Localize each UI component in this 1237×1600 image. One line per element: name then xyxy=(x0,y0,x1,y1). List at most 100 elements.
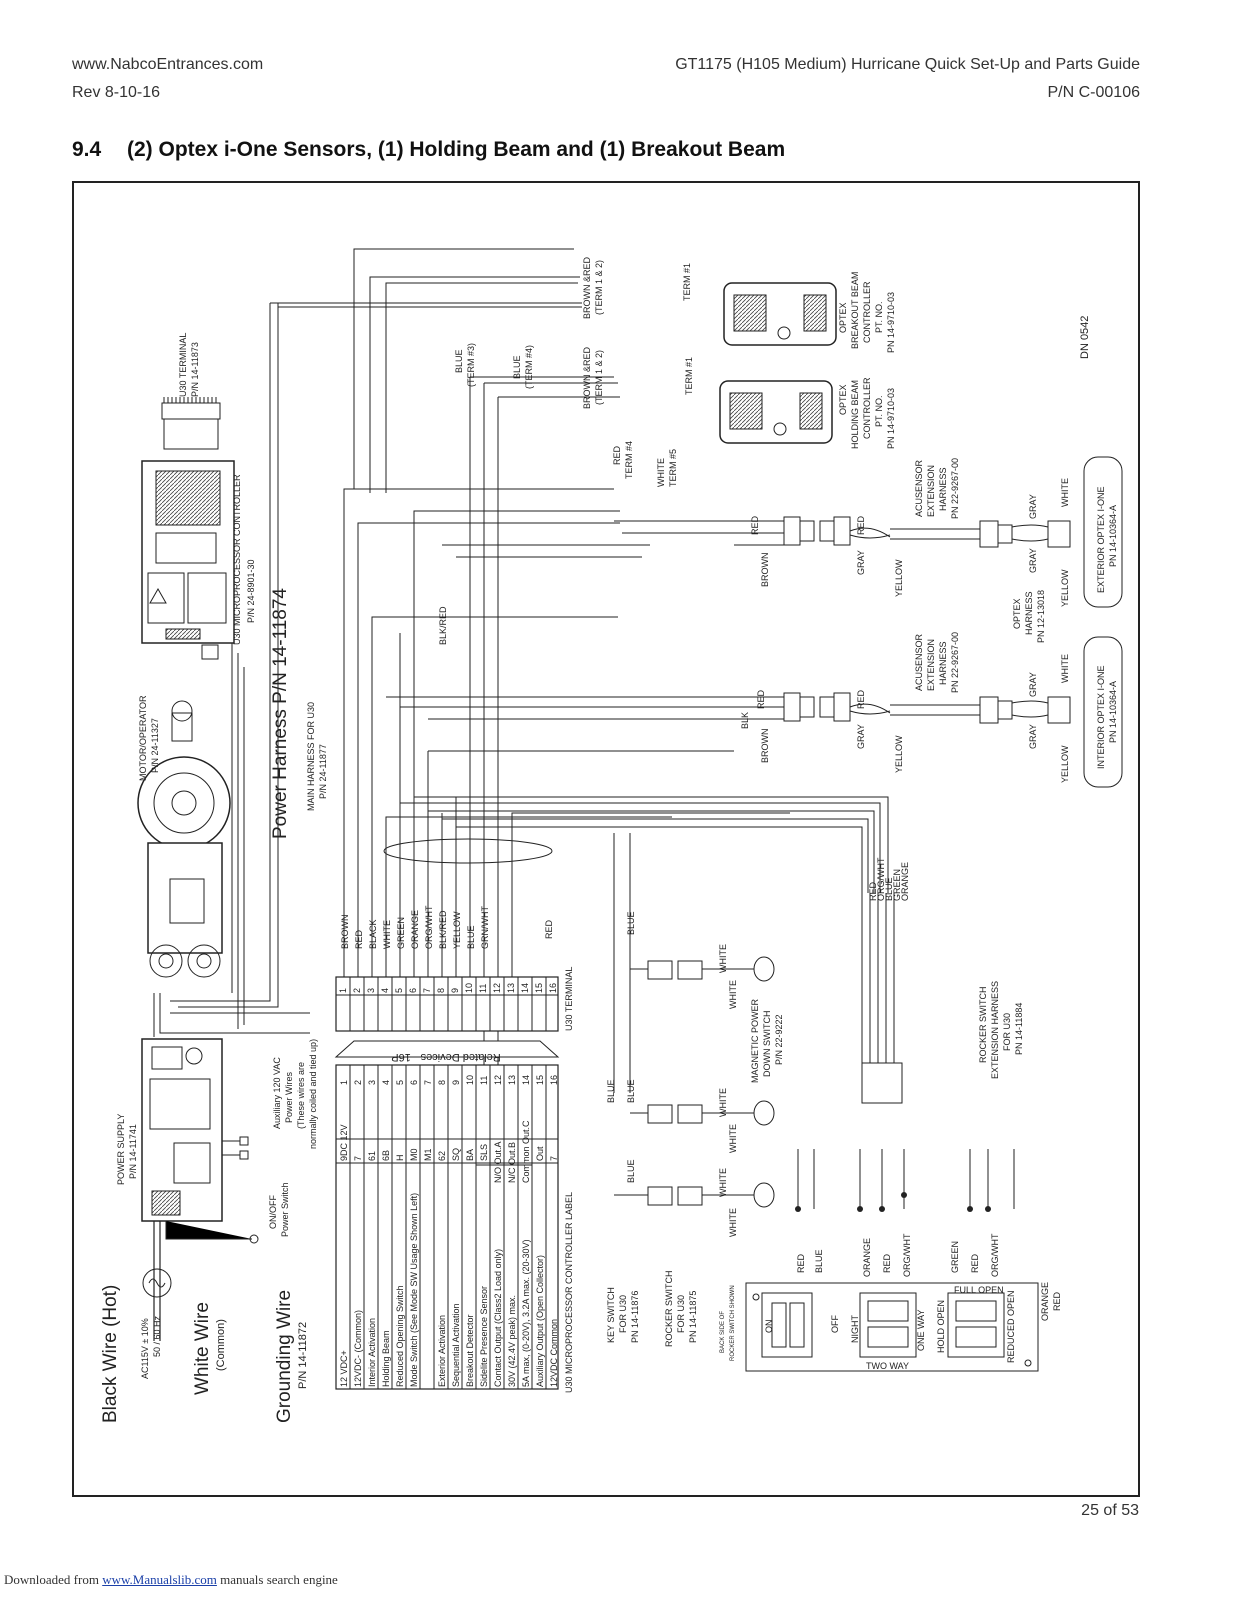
terminal-wire-6: ORANGE xyxy=(410,910,420,949)
acusensor-int-4: PN 22-9267-00 xyxy=(950,632,960,693)
rocker-switch-1: ROCKER SWITCH xyxy=(664,1271,674,1348)
table-row-7-pin: 7 xyxy=(423,1080,433,1085)
aux-power-2: Power Wires xyxy=(284,1071,294,1123)
ext-yellow-2: YELLOW xyxy=(1060,569,1070,607)
back-side-2: ROCKER SWITCH SHOWN xyxy=(730,1285,736,1361)
controller-label-caption: U30 MICROPROCESSOR CONTROLLER LABEL xyxy=(564,1192,574,1393)
power-supply-pn: P/N 14-11741 xyxy=(128,1124,138,1179)
brown-red-2b: (TERM 1 & 2) xyxy=(594,350,604,405)
terminal-wire-5: GREEN xyxy=(396,917,406,949)
int-yellow: YELLOW xyxy=(894,735,904,773)
sw-orange-1: ORANGE xyxy=(862,1238,872,1277)
terminal-wire-3: BLACK xyxy=(368,919,378,949)
switch-hold-open: HOLD OPEN xyxy=(936,1300,946,1353)
int-blk: BLK xyxy=(740,712,750,729)
int-gray-2: GRAY xyxy=(1028,672,1038,697)
interior-ione-1: INTERIOR OPTEX I-ONE xyxy=(1096,665,1106,769)
holding-label-1: OPTEX xyxy=(838,384,848,415)
blue-t4b: (TERM #4) xyxy=(524,345,534,389)
table-row-2-code: 7 xyxy=(353,1156,363,1161)
red-t4: RED xyxy=(612,445,622,465)
u30-terminal-pn-top: P/N 14-11873 xyxy=(190,342,200,397)
table-row-16-pin: 16 xyxy=(549,1075,559,1085)
table-row-9-desc: Sequential Activation xyxy=(451,1303,461,1387)
rocker-bundle-red: RED xyxy=(868,881,878,901)
white-label-mag-4: WHITE xyxy=(728,1124,738,1153)
ac-spec-1: AC115V ± 10% xyxy=(140,1318,150,1379)
terminal-table-rows: 12 VDC+ 9DC 12V 1 12VDC- (Common) 7 2 In… xyxy=(339,1075,559,1387)
table-row-1-desc: 12 VDC+ xyxy=(339,1350,349,1387)
rocker-bundle-orange: ORANGE xyxy=(900,862,910,901)
table-row-3-desc: Interior Activation xyxy=(367,1318,377,1387)
int-white: WHITE xyxy=(1060,654,1070,683)
rocker-switch-3: PN 14-11875 xyxy=(688,1291,698,1343)
table-row-13-desc: 30V (42.4V peak) max. xyxy=(507,1295,517,1387)
table-row-14-desc: 5A max, (0-20V), 3.2A max. (20-30V) xyxy=(521,1239,531,1387)
table-row-10-desc: Breakout Detector xyxy=(465,1314,475,1387)
terminal-wire-4: WHITE xyxy=(382,920,392,949)
blue-t3: BLUE xyxy=(454,349,464,373)
rocker-ext-1: ROCKER SWITCH xyxy=(978,987,988,1064)
terminal-num-15: 15 xyxy=(534,983,544,993)
red-t4b: TERM #4 xyxy=(624,441,634,479)
acusensor-ext-4: PN 22-9267-00 xyxy=(950,458,960,519)
terminal-num-10: 10 xyxy=(464,983,474,993)
mag-power-2: DOWN SWITCH xyxy=(762,1011,772,1078)
table-row-9-pin: 9 xyxy=(451,1080,461,1085)
terminal-wire-1: BROWN xyxy=(340,915,350,950)
rocker-bundle-blue: BLUE xyxy=(884,877,894,901)
manualslib-link[interactable]: www.Manualslib.com xyxy=(102,1572,217,1587)
rocker-switch-2: FOR U30 xyxy=(676,1295,686,1333)
ac-spec-2: 50 / 60 Hz xyxy=(152,1315,162,1357)
breakout-label-5: PN 14-9710-03 xyxy=(886,292,896,353)
mag-power-1: MAGNETIC POWER xyxy=(750,998,760,1083)
table-row-10-code: BA xyxy=(465,1149,475,1161)
switch-off: OFF xyxy=(830,1315,840,1333)
terminal-num-11: 11 xyxy=(478,984,488,993)
table-row-2-desc: 12VDC- (Common) xyxy=(353,1310,363,1387)
white-label-mag-1: WHITE xyxy=(718,944,728,973)
key-switch-2: FOR U30 xyxy=(618,1295,628,1333)
table-row-13-code: N/C Out.B xyxy=(507,1142,517,1183)
download-prefix: Downloaded from xyxy=(4,1572,103,1587)
table-row-1-pin: 1 xyxy=(339,1080,349,1085)
sw-red-2: RED xyxy=(882,1253,892,1273)
table-row-5-code: H xyxy=(395,1155,405,1162)
optex-harness-2: HARNESS xyxy=(1024,591,1034,635)
switch-full-open: FULL OPEN xyxy=(954,1285,1004,1295)
brown-red-1: BROWN &RED xyxy=(582,256,592,319)
term1-breakout: TERM #1 xyxy=(682,263,692,301)
table-row-4-code: 6B xyxy=(381,1150,391,1161)
term1-holding: TERM #1 xyxy=(684,357,694,395)
header-guide-title: GT1175 (H105 Medium) Hurricane Quick Set… xyxy=(675,56,1140,73)
terminal-num-9: 9 xyxy=(450,988,460,993)
holding-label-2: HOLDING BEAM xyxy=(850,380,860,449)
table-row-14-code: Common Out.C xyxy=(521,1120,531,1183)
rocker-harness-wires xyxy=(400,796,1015,1209)
u30-terminal-block xyxy=(335,976,559,1032)
terminal-wire-7: ORG/WHT xyxy=(424,905,434,949)
white-label-mag-5: WHITE xyxy=(718,1168,728,1197)
acusensor-ext-2: EXTENSION xyxy=(926,465,936,517)
int-yellow-2: YELLOW xyxy=(1060,745,1070,783)
motor-pn: P/N 24-11327 xyxy=(150,718,160,773)
u30-terminal-strip xyxy=(161,397,221,450)
table-row-4-desc: Holding Beam xyxy=(381,1330,391,1387)
table-row-13-pin: 13 xyxy=(507,1075,517,1085)
onoff-label-2: Power Switch xyxy=(280,1182,290,1237)
int-gray-1: GRAY xyxy=(856,724,866,749)
white-t5: WHITE xyxy=(656,458,666,487)
table-row-8-code: 62 xyxy=(437,1151,447,1161)
key-switch-3: PN 14-11876 xyxy=(630,1291,640,1343)
sw-red-3: RED xyxy=(970,1253,980,1273)
sw-orgwht-2: ORG/WHT xyxy=(990,1233,1000,1277)
acusensor-int-1: ACUSENSOR xyxy=(914,633,924,691)
switch-on: ON xyxy=(764,1320,774,1334)
black-wire-label: Black Wire (Hot) xyxy=(100,1285,121,1423)
white-label-mag-6: WHITE xyxy=(728,1208,738,1237)
rocker-bundle-orgwht: ORG/WHT xyxy=(876,857,886,901)
table-row-14-pin: 14 xyxy=(521,1075,531,1085)
key-switch-1: KEY SWITCH xyxy=(606,1287,616,1343)
interior-harness xyxy=(386,636,1123,788)
table-row-15-desc: Auxiliary Output (Open Collector) xyxy=(535,1255,545,1387)
